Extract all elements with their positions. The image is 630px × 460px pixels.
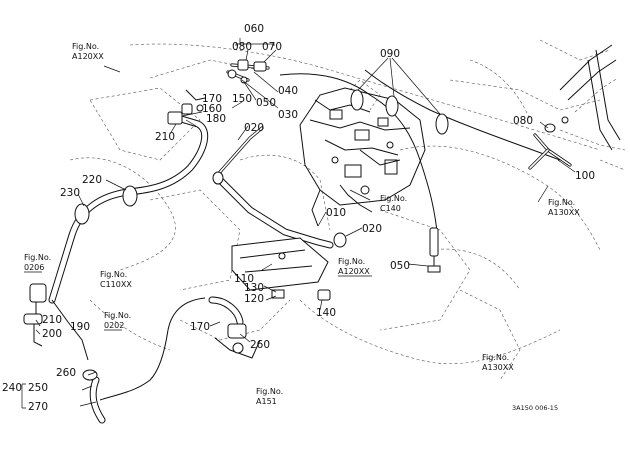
callout-260-left: 260 — [56, 367, 76, 379]
bracket-plate-110 — [231, 237, 331, 301]
svg-text:A130XX: A130XX — [548, 208, 580, 217]
drawing-code: 3A150 006-15 — [512, 404, 558, 412]
figure-references: Fig.No. A120XX Fig.No. C140 Fig.No. A130… — [24, 42, 580, 406]
svg-text:C140: C140 — [380, 204, 401, 213]
svg-text:C110XX: C110XX — [100, 280, 132, 289]
right-hose-fitting — [528, 116, 572, 170]
engine-block — [299, 87, 426, 227]
svg-text:Fig.No.: Fig.No. — [72, 42, 99, 51]
callout-050-top: 050 — [256, 97, 276, 109]
callout-numbers: 060 080 070 040 050 030 090 080 100 170 … — [2, 23, 595, 413]
callout-180: 180 — [206, 113, 226, 125]
radiator-hose-020 — [212, 126, 347, 249]
callout-220: 220 — [82, 174, 102, 186]
callout-270: 270 — [28, 401, 48, 413]
svg-text:0202: 0202 — [104, 321, 124, 330]
leader-lines — [21, 38, 576, 409]
callout-170-bottom: 170 — [190, 321, 210, 333]
svg-text:Fig.No.: Fig.No. — [24, 253, 51, 262]
callout-020-mid: 020 — [362, 223, 382, 235]
svg-text:A130XX: A130XX — [482, 363, 514, 372]
svg-text:Fig.No.: Fig.No. — [338, 257, 365, 266]
callout-260-mid: 260 — [250, 339, 270, 351]
lower-hose-assembly — [82, 296, 261, 424]
clamp-220-230 — [74, 185, 138, 225]
callout-110: 110 — [234, 273, 254, 285]
top-pipe-assembly — [226, 59, 270, 84]
svg-text:A120XX: A120XX — [72, 52, 104, 61]
callout-230: 230 — [60, 187, 80, 199]
svg-text:A151: A151 — [256, 397, 277, 406]
svg-text:Fig.No.: Fig.No. — [100, 270, 127, 279]
callout-050-right: 050 — [390, 260, 410, 272]
svg-text:Fig.No.: Fig.No. — [256, 387, 283, 396]
svg-text:Fig.No.: Fig.No. — [482, 353, 509, 362]
callout-120: 120 — [244, 293, 264, 305]
reserve-tank-assembly — [23, 283, 89, 361]
fig-ref-0202: Fig.No. 0202 — [104, 311, 131, 331]
svg-text:Fig.No.: Fig.No. — [548, 198, 575, 207]
clamp-090-group — [350, 89, 449, 135]
fig-ref-c110: Fig.No. C110XX — [100, 270, 132, 289]
callout-190: 190 — [70, 321, 90, 333]
callout-070: 070 — [262, 41, 282, 53]
svg-text:Fig.No.: Fig.No. — [380, 194, 407, 203]
fig-ref-c140: Fig.No. C140 — [380, 194, 407, 213]
callout-080-top: 080 — [232, 41, 252, 53]
right-frame-column — [559, 44, 626, 171]
callout-150: 150 — [232, 93, 252, 105]
callout-240: 240 — [2, 382, 22, 394]
callout-130: 130 — [244, 282, 264, 294]
fig-ref-a120-mid: Fig.No. A120XX — [338, 257, 372, 277]
background-machine-outline — [69, 39, 611, 381]
rod-050-right — [427, 227, 441, 273]
svg-text:0206: 0206 — [24, 263, 44, 272]
fig-ref-a151: Fig.No. A151 — [256, 387, 283, 406]
callout-250: 250 — [28, 382, 48, 394]
fig-ref-a120-top: Fig.No. A120XX — [72, 42, 104, 61]
fig-ref-0206: Fig.No. 0206 — [24, 253, 51, 273]
callout-010: 010 — [326, 207, 346, 219]
callout-210-left: 210 — [42, 314, 62, 326]
fig-ref-a130-bottom: Fig.No. A130XX — [482, 353, 514, 372]
callout-210-top: 210 — [155, 131, 175, 143]
svg-text:A120XX: A120XX — [338, 267, 370, 276]
svg-text:Fig.No.: Fig.No. — [104, 311, 131, 320]
callout-080-right: 080 — [513, 115, 533, 127]
callout-040: 040 — [278, 85, 298, 97]
callout-090: 090 — [380, 48, 400, 60]
callout-160: 160 — [202, 103, 222, 115]
callout-170-top: 170 — [202, 93, 222, 105]
callout-020-top: 020 — [244, 122, 264, 134]
callout-200: 200 — [42, 328, 62, 340]
callout-060: 060 — [244, 23, 264, 35]
fig-ref-a130-right: Fig.No. A130XX — [548, 198, 580, 217]
callout-030: 030 — [278, 109, 298, 121]
upper-return-line — [279, 69, 561, 241]
callout-100: 100 — [575, 170, 595, 182]
callout-140: 140 — [316, 307, 336, 319]
